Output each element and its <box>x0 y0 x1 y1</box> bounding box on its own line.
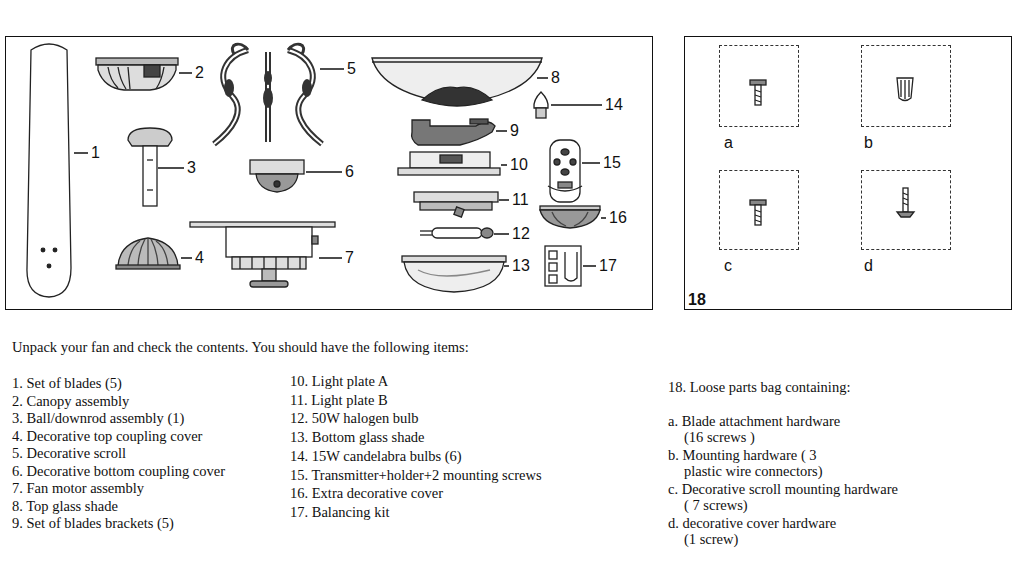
decorative-scroll-drawing <box>214 44 322 144</box>
downrod-drawing <box>128 128 172 206</box>
parts-list-item: 7. Fan motor assembly <box>12 480 144 496</box>
transmitter-drawing <box>548 140 582 202</box>
hardware-list-item: b. Mounting hardware ( 3 plastic wire co… <box>668 447 845 479</box>
decorative-cover-drawing <box>540 206 600 228</box>
halogen-bulb-drawing <box>420 228 493 238</box>
callout-number: 16 <box>609 209 627 227</box>
parts-list-item: 9. Set of blades brackets (5) <box>12 515 174 531</box>
parts-list-item: 4. Decorative top coupling cover <box>12 428 202 444</box>
callout-number: 11 <box>512 191 529 209</box>
parts-panel: 1234567891011121314151617 <box>5 36 653 310</box>
hardware-box: a <box>719 45 799 127</box>
parts-list-item: 16. Extra decorative cover <box>290 485 443 501</box>
callout-number: 8 <box>551 69 560 87</box>
hardware-box: b <box>861 45 951 127</box>
parts-list-item: 3. Ball/downrod assembly (1) <box>12 410 184 426</box>
screw-c-drawing <box>750 200 766 225</box>
intro-note: Unpack your fan and check the contents. … <box>12 339 469 355</box>
parts-list-item: 5. Decorative scroll <box>12 445 126 461</box>
parts-list-item: 11. Light plate B <box>290 392 388 408</box>
parts-list-item: 18. Loose parts bag containing: <box>668 379 850 395</box>
callout-number: 1 <box>91 144 100 162</box>
parts-list-item: 14. 15W candelabra bulbs (6) <box>290 448 462 464</box>
top-coupling-cover-drawing <box>116 238 180 269</box>
blade-drawing <box>27 44 71 297</box>
candelabra-bulb-drawing <box>534 92 548 118</box>
callout-number: 6 <box>345 163 354 181</box>
parts-list-item: 8. Top glass shade <box>12 498 118 514</box>
fan-motor-drawing <box>190 222 335 287</box>
screw-d-drawing <box>897 188 914 217</box>
item-letter: a <box>724 134 733 152</box>
callout-number: 3 <box>187 159 196 177</box>
item-letter: d <box>864 257 873 275</box>
hardware-box: d <box>861 170 951 250</box>
light-plate-a-drawing <box>398 152 500 175</box>
item-letter: c <box>724 257 732 275</box>
light-plate-b-drawing <box>414 192 498 217</box>
callout-number: 14 <box>605 96 623 114</box>
callout-number: 10 <box>510 156 528 174</box>
wire-connector-drawing <box>897 78 913 101</box>
callout-number: 4 <box>195 249 204 267</box>
parts-list-item: 2. Canopy assembly <box>12 393 129 409</box>
hardware-box: c <box>719 170 799 250</box>
blade-bracket-drawing <box>412 119 495 145</box>
callout-number: 9 <box>510 122 519 140</box>
callout-number: 13 <box>512 257 530 275</box>
parts-list-item: 1. Set of blades (5) <box>12 375 122 391</box>
hardware-list-item: a. Blade attachment hardware (16 screws … <box>668 413 844 445</box>
parts-list-item: 15. Transmitter+holder+2 mounting screws <box>290 467 542 483</box>
leader-lines <box>74 69 606 266</box>
callout-number: 17 <box>599 257 617 275</box>
loose-parts-panel: 18abcd <box>684 36 1012 310</box>
callout-number: 5 <box>347 60 356 78</box>
balancing-kit-drawing <box>545 246 581 286</box>
parts-list-item: 12. 50W halogen bulb <box>290 410 419 426</box>
callout-number: 18 <box>688 291 706 309</box>
bottom-glass-shade-drawing <box>402 256 506 292</box>
callout-number: 2 <box>195 64 204 82</box>
hardware-list-item: d. decorative cover hardware (1 screw) <box>668 515 840 547</box>
screw-a-drawing <box>750 80 766 105</box>
callout-number: 7 <box>345 249 354 267</box>
bottom-coupling-cover-drawing <box>250 160 304 192</box>
parts-list-item: 6. Decorative bottom coupling cover <box>12 463 225 479</box>
canopy-drawing <box>96 58 178 90</box>
callout-number: 12 <box>512 225 530 243</box>
parts-list-item: 13. Bottom glass shade <box>290 429 425 445</box>
item-letter: b <box>864 134 873 152</box>
hardware-list-item: c. Decorative scroll mounting hardware (… <box>668 481 901 513</box>
callout-number: 15 <box>603 154 621 172</box>
parts-list-item: 17. Balancing kit <box>290 504 389 520</box>
parts-list-item: 10. Light plate A <box>290 373 388 389</box>
top-glass-shade-drawing <box>372 58 542 106</box>
